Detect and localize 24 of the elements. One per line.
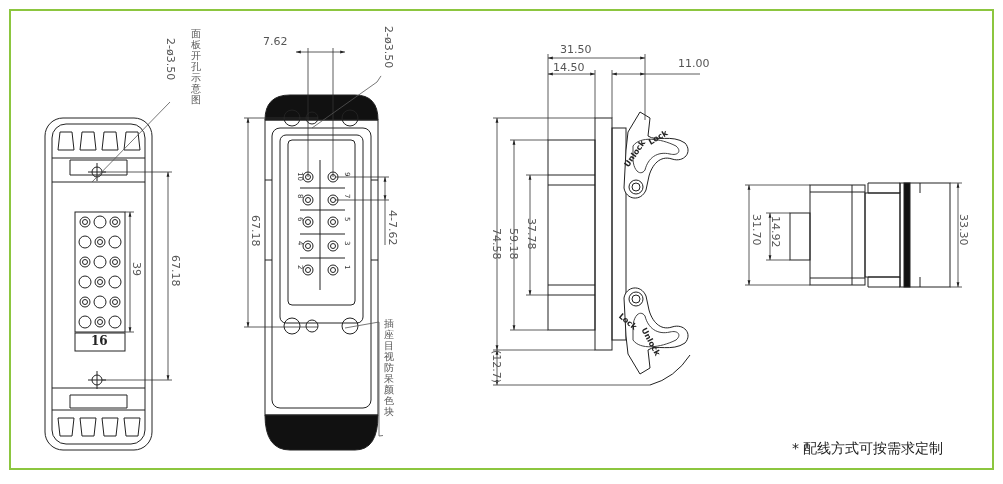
- dimension-label: 11.00: [678, 58, 710, 69]
- callout-text: 2-ø3.50: [164, 38, 176, 81]
- dimension-label: 59.18: [508, 228, 519, 260]
- dimension-label: 67.18: [250, 215, 261, 247]
- leader-line: [91, 101, 171, 183]
- dimension-label: 33.30: [958, 214, 969, 246]
- dimension-label: 4-7.62: [387, 210, 398, 246]
- callout-text: 2-ø3.50: [382, 26, 394, 69]
- leader-line: [344, 321, 384, 437]
- callout-text: 插座目视防呆颜色块: [384, 318, 394, 417]
- dimension-label: 14.92: [770, 216, 781, 248]
- dimension-label: 16: [91, 335, 108, 347]
- dimension-label: 37.78: [526, 218, 537, 250]
- dimension-label: 67.18: [170, 255, 181, 287]
- leader-line: [311, 75, 382, 129]
- view-caption: 面板开孔示意图: [191, 28, 201, 105]
- dimension-label: (12.7): [491, 350, 502, 384]
- dimension-label: 14.50: [553, 62, 585, 73]
- note-text: * 配线方式可按需求定制: [792, 441, 944, 455]
- dimension-label: 39: [131, 262, 142, 276]
- dimension-label: 31.50: [560, 44, 592, 55]
- dimension-label: 7.62: [263, 36, 288, 47]
- dimension-label: 74.58: [491, 228, 502, 260]
- dimension-label: 31.70: [751, 214, 762, 246]
